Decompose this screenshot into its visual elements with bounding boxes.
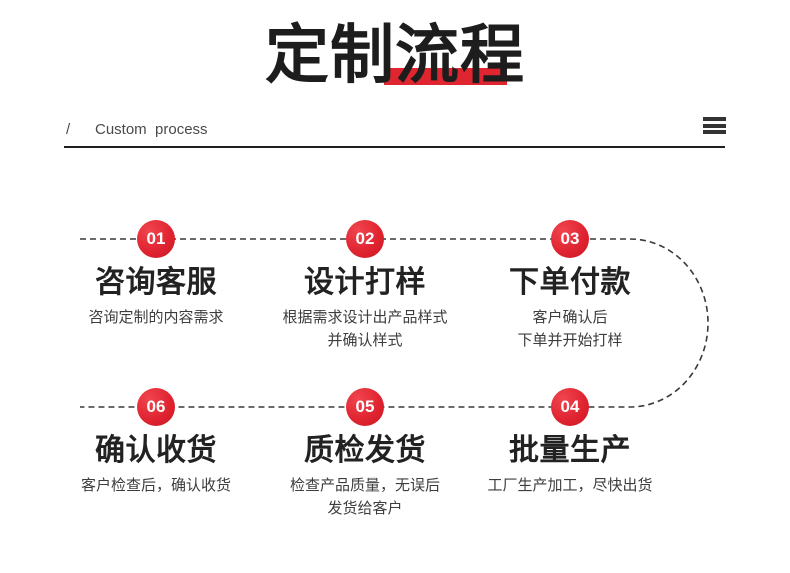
step-number-badge: 06 <box>137 388 175 426</box>
step-description-line: 并确认样式 <box>327 332 403 349</box>
flow-step-3: 03 下单付款 客户确认后 下单并开始打样 <box>455 220 685 352</box>
step-number-badge: 03 <box>551 220 589 258</box>
step-description: 客户检查后，确认收货 <box>41 474 271 497</box>
step-description: 客户确认后 下单并开始打样 <box>455 306 685 352</box>
step-description-line: 咨询定制的内容需求 <box>88 309 224 326</box>
step-description-line: 客户确认后 <box>532 309 608 326</box>
flow-step-5: 05 质检发货 检查产品质量，无误后 发货给客户 <box>250 388 480 520</box>
step-description-line: 客户检查后，确认收货 <box>80 477 231 494</box>
flow-step-6: 06 确认收货 客户检查后，确认收货 <box>41 388 271 497</box>
step-title: 咨询客服 <box>95 266 217 299</box>
step-number-badge: 02 <box>346 220 384 258</box>
hamburger-bar <box>703 117 726 121</box>
flow-step-4: 04 批量生产 工厂生产加工，尽快出货 <box>455 388 685 497</box>
step-title: 确认收货 <box>95 434 217 467</box>
step-number-badge: 05 <box>346 388 384 426</box>
step-number-badge: 04 <box>551 388 589 426</box>
step-description-line: 根据需求设计出产品样式 <box>282 309 448 326</box>
step-description: 咨询定制的内容需求 <box>41 306 271 329</box>
hamburger-bar <box>703 130 726 134</box>
step-title: 质检发货 <box>304 434 426 467</box>
subtitle-slash: / <box>66 121 71 138</box>
step-description: 检查产品质量，无误后 发货给客户 <box>250 474 480 520</box>
step-title: 下单付款 <box>509 266 631 299</box>
step-description-line: 工厂生产加工，尽快出货 <box>487 477 653 494</box>
step-description: 根据需求设计出产品样式 并确认样式 <box>250 306 480 352</box>
step-title: 批量生产 <box>509 434 631 467</box>
step-description-line: 检查产品质量，无误后 <box>289 477 440 494</box>
header-divider-line <box>64 146 725 148</box>
hamburger-bar <box>703 123 726 128</box>
page-title: 定制流程 <box>265 19 525 91</box>
step-title: 设计打样 <box>304 266 426 299</box>
title-underline-accent <box>384 68 507 85</box>
flow-step-1: 01 咨询客服 咨询定制的内容需求 <box>41 220 271 329</box>
flow-step-2: 02 设计打样 根据需求设计出产品样式 并确认样式 <box>250 220 480 352</box>
subtitle-english: Custom process <box>95 121 208 138</box>
step-number-badge: 01 <box>137 220 175 258</box>
step-description-line: 发货给客户 <box>327 500 403 517</box>
step-description-line: 下单并开始打样 <box>517 332 623 349</box>
hamburger-icon <box>703 117 726 137</box>
step-description: 工厂生产加工，尽快出货 <box>455 474 685 497</box>
